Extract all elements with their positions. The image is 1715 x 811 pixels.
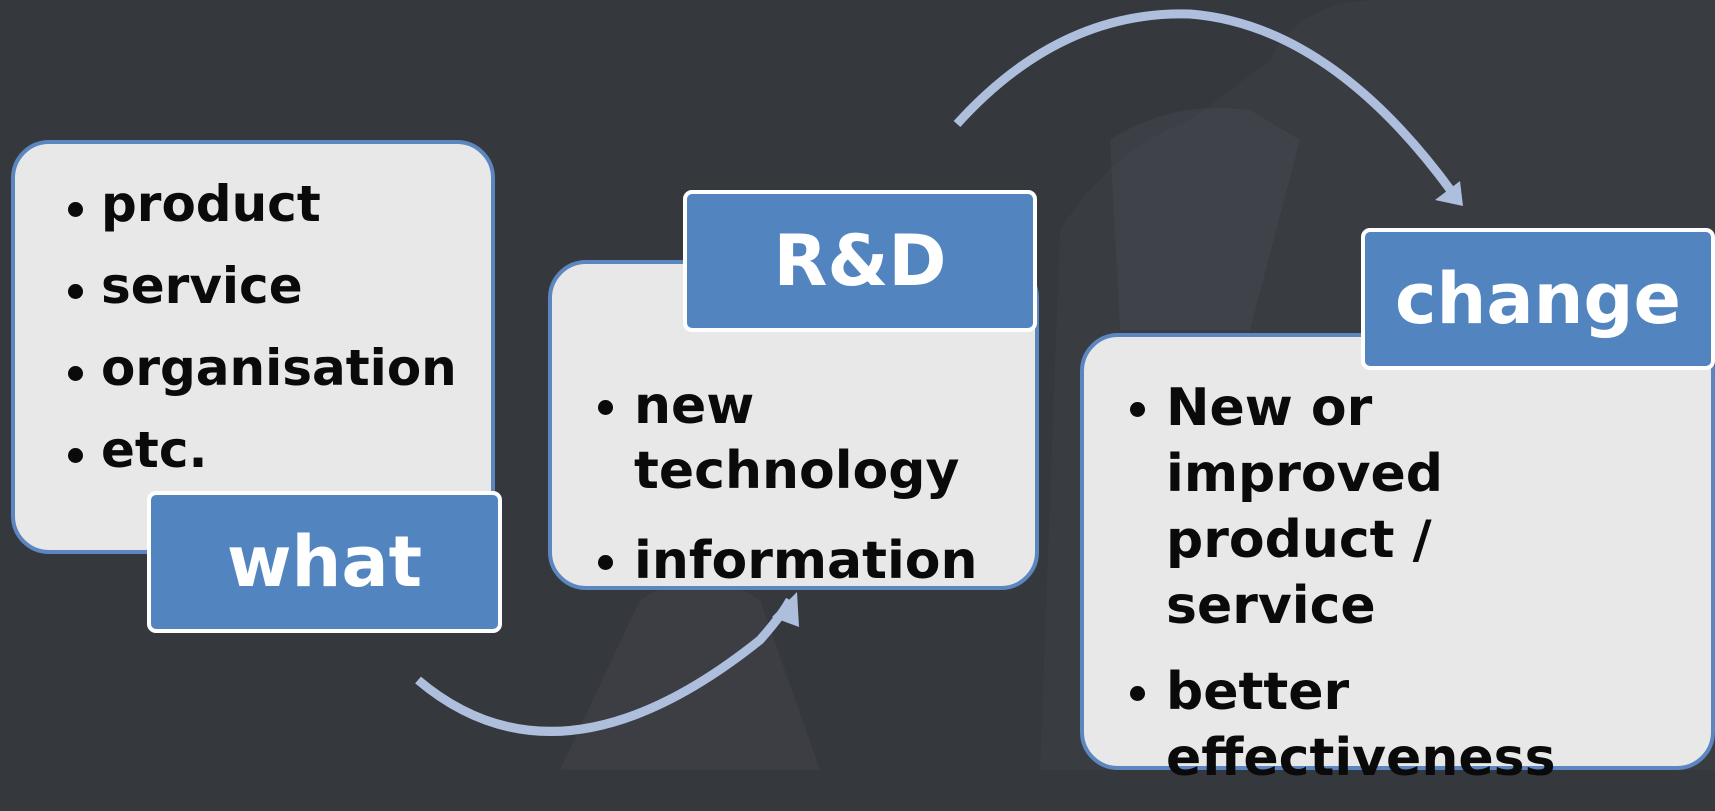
list-item: service	[68, 261, 457, 343]
what-label: what	[147, 491, 502, 633]
list-item: organisation	[68, 343, 457, 425]
list-item: new technology	[598, 374, 959, 504]
list-item: better effectiveness	[1130, 659, 1556, 791]
list-item: New or improved product / service	[1130, 375, 1646, 639]
change-label: change	[1361, 228, 1715, 370]
what-list: product service organisation etc.	[68, 179, 457, 507]
rd-list: new technology information	[598, 374, 978, 619]
what-box: product service organisation etc.	[11, 140, 495, 554]
change-box: New or improved product / service better…	[1080, 333, 1715, 788]
rd-label: R&D	[683, 190, 1037, 332]
list-item: product	[68, 179, 457, 261]
list-item: information	[598, 529, 978, 594]
change-list: New or improved product / service better…	[1130, 375, 1646, 811]
list-item: etc.	[68, 425, 457, 507]
